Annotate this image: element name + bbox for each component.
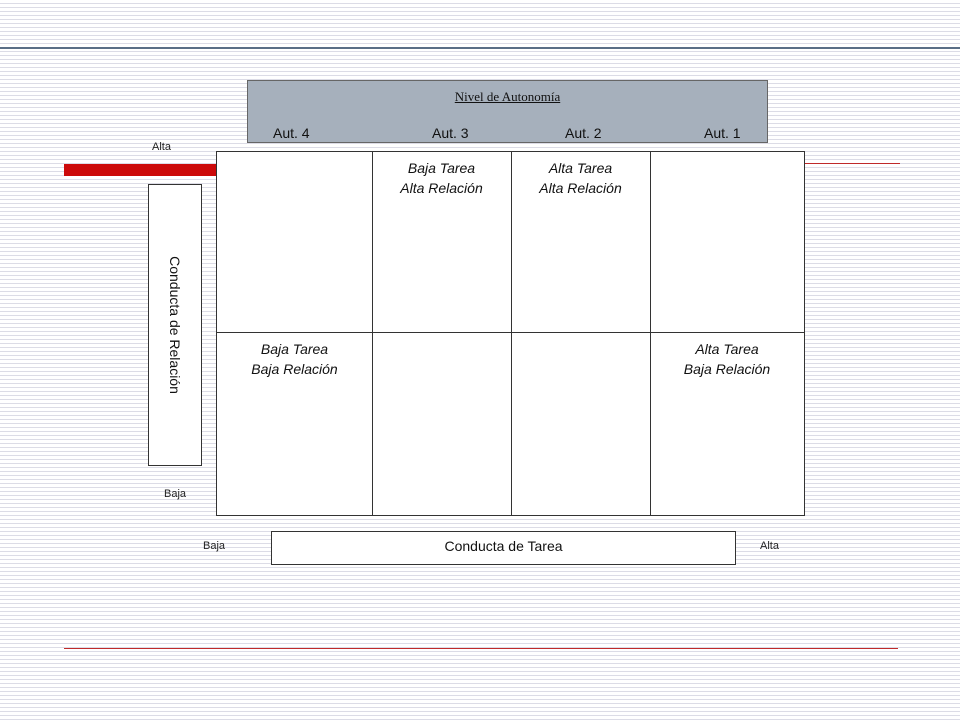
quadrant-task-text: Alta Tarea	[548, 160, 613, 176]
grid-divider	[511, 152, 512, 515]
red-accent-bar	[64, 164, 220, 176]
task-low-label: Baja	[203, 540, 226, 552]
quadrant-relation-text: Baja Relación	[683, 361, 771, 377]
autonomy-level-3: Aut. 3	[432, 125, 469, 141]
relationship-high-label: Alta	[152, 141, 171, 153]
autonomy-header: Nivel de Autonomía Aut. 4 Aut. 3 Aut. 2 …	[247, 80, 768, 143]
autonomy-title: Nivel de Autonomía	[454, 89, 561, 104]
relationship-low-label: Baja	[164, 488, 187, 500]
quadrant-high-task-low-relation: Alta Tarea Baja Relación	[650, 339, 804, 379]
task-axis-box: Conducta de Tarea	[271, 531, 736, 565]
quadrant-task-text: Baja Tarea	[407, 160, 476, 176]
quadrant-low-task-low-relation: Baja Tarea Baja Relación	[217, 339, 372, 379]
quadrant-high-task-high-relation: Alta Tarea Alta Relación	[511, 158, 650, 198]
task-axis-label: Conducta de Tarea	[444, 538, 563, 554]
quadrant-relation-text: Baja Relación	[251, 361, 338, 377]
red-accent-line	[800, 163, 900, 164]
quadrant-task-text: Baja Tarea	[260, 341, 329, 357]
grid-divider	[650, 152, 651, 515]
relationship-axis-label: Conducta de Relación	[167, 256, 183, 394]
bottom-rule	[64, 648, 898, 649]
situational-grid: Baja Tarea Alta Relación Alta Tarea Alta…	[216, 151, 805, 516]
autonomy-level-4: Aut. 4	[273, 125, 310, 141]
quadrant-low-task-high-relation: Baja Tarea Alta Relación	[372, 158, 511, 198]
autonomy-level-2: Aut. 2	[565, 125, 602, 141]
relationship-axis-box: Conducta de Relación	[148, 184, 202, 466]
quadrant-relation-text: Alta Relación	[539, 180, 622, 196]
quadrant-relation-text: Alta Relación	[400, 180, 483, 196]
autonomy-level-1: Aut. 1	[704, 125, 741, 141]
grid-divider	[217, 332, 804, 333]
grid-divider	[372, 152, 373, 515]
top-rule	[0, 47, 960, 49]
task-high-label: Alta	[760, 540, 779, 552]
quadrant-task-text: Alta Tarea	[695, 341, 759, 357]
